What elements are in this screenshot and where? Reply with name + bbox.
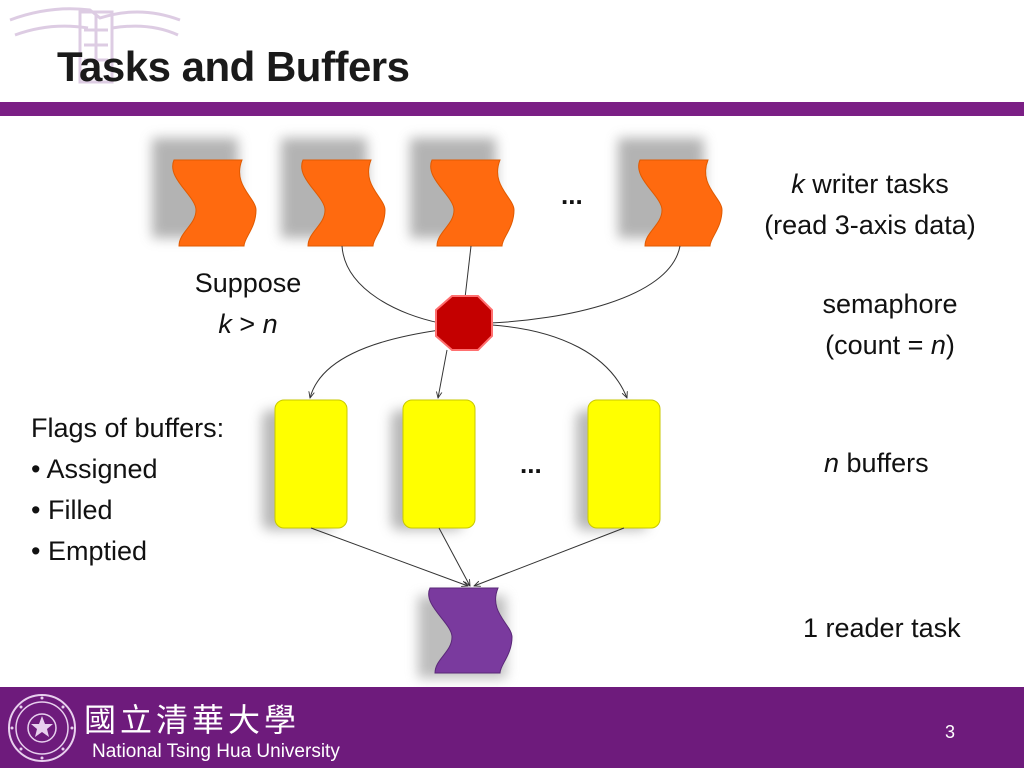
writer-tasks-label: k writer tasks (read 3-axis data): [742, 164, 998, 246]
university-seal-icon: [8, 694, 76, 762]
buffer-flags-list: Flags of buffers: • Assigned • Filled • …: [31, 408, 224, 572]
writers-ellipsis: ...: [561, 180, 583, 210]
writer-task-2: [301, 159, 386, 247]
buffer-1: [274, 399, 348, 529]
flags-heading: Flags of buffers:: [31, 413, 225, 443]
reader-task-label: 1 reader task: [803, 613, 961, 643]
writer-tasks-text: writer tasks: [804, 169, 949, 199]
buffers-n: n: [824, 448, 840, 478]
diagram-canvas: [152, 138, 723, 678]
writer-tasks-subtext: (read 3-axis data): [764, 210, 976, 240]
buffers-label: n buffers: [824, 443, 929, 484]
reader-task: [428, 587, 513, 674]
suppose-n: n: [262, 309, 278, 339]
buffers-text: buffers: [839, 448, 929, 478]
flag-item: • Assigned: [31, 454, 158, 484]
page-number: 3: [944, 722, 955, 742]
buffer-connectors: [310, 527, 625, 586]
ntu-emblem-watermark-icon: [9, 7, 181, 84]
title-divider-bar: [0, 102, 1024, 116]
suppose-label: Suppose k > n: [168, 263, 328, 345]
buffers-ellipsis: ...: [520, 449, 542, 479]
suppose-op: >: [231, 309, 263, 339]
semaphore-count-open: (count =: [825, 330, 931, 360]
flag-item-label: Filled: [47, 495, 113, 525]
university-name-english: National Tsing Hua University: [92, 741, 340, 762]
writer-task-1: [172, 159, 257, 247]
writer-task-k: [638, 159, 723, 247]
suppose-k: k: [218, 309, 232, 339]
slide-title: Tasks and Buffers: [57, 43, 410, 90]
flag-item: • Emptied: [31, 536, 148, 566]
flag-item-label: Assigned: [46, 454, 158, 484]
buffer-n: [587, 399, 661, 529]
buffer-2: [402, 399, 476, 529]
semaphore-stop-icon: [435, 295, 493, 351]
suppose-text: Suppose: [194, 268, 302, 298]
writer-task-3: [430, 159, 515, 247]
semaphore-label: semaphore (count = n): [790, 284, 990, 366]
writer-connectors: [341, 245, 681, 324]
semaphore-n: n: [930, 330, 946, 360]
footer-bar: [0, 687, 1024, 768]
university-name-chinese: 國立清華大學: [84, 701, 301, 739]
k-var: k: [791, 169, 805, 199]
semaphore-count-close: ): [945, 330, 955, 360]
flag-item: • Filled: [31, 495, 113, 525]
flag-item-label: Emptied: [47, 536, 148, 566]
semaphore-text: semaphore: [822, 289, 958, 319]
semaphore-connectors: [310, 324, 627, 398]
